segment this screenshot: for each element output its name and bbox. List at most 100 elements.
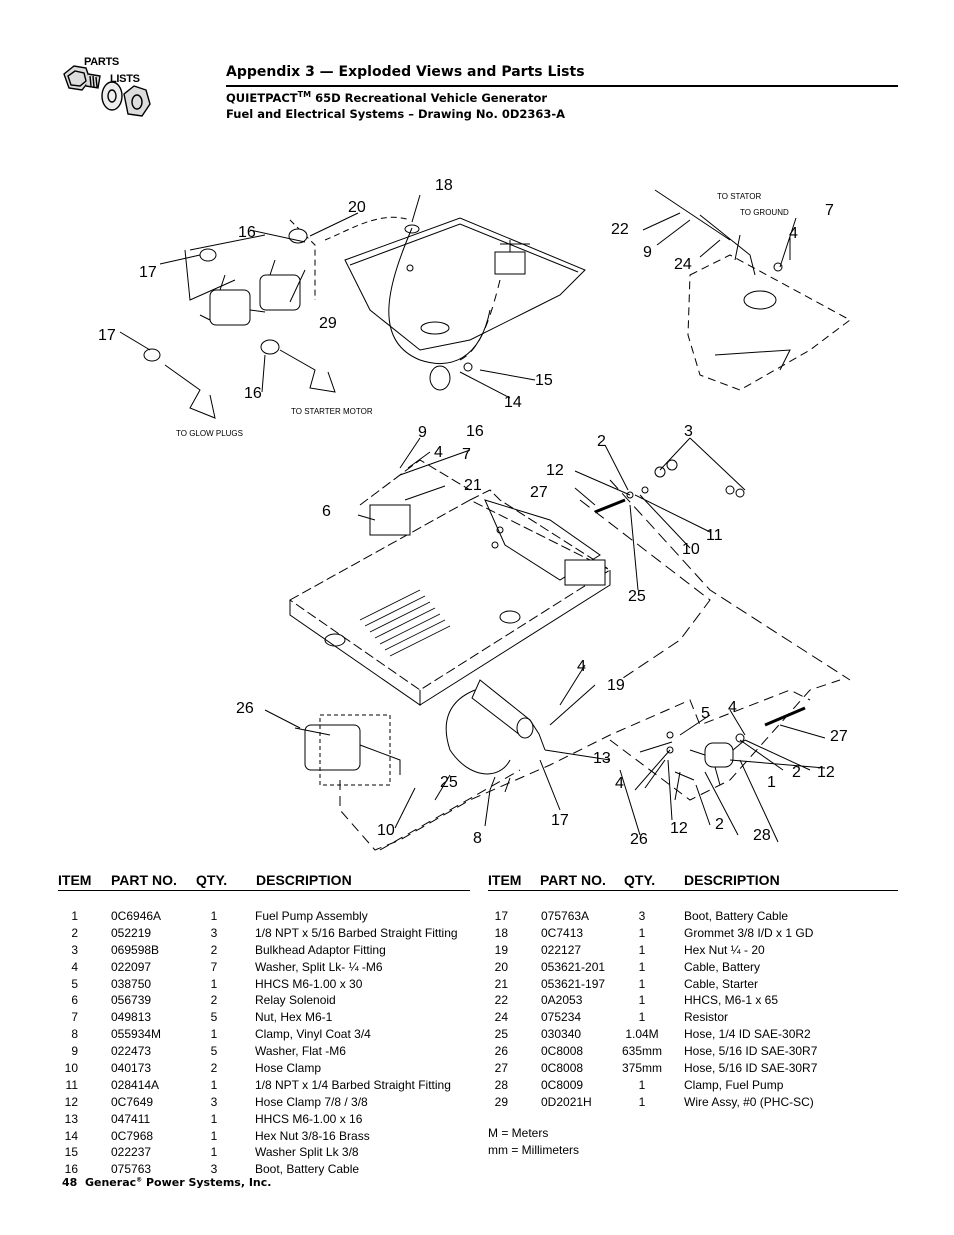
- cell-item: 28: [494, 1077, 508, 1092]
- cell-part: 0C6946A: [111, 909, 162, 923]
- cell-item: 3: [71, 942, 78, 957]
- cell-item: 18: [494, 925, 508, 940]
- cell-desc: Wire Assy, #0 (PHC-SC): [684, 1094, 814, 1109]
- cell-part: 0C7413: [541, 925, 584, 940]
- cell-part: 040173: [111, 1061, 152, 1076]
- cell-part: 069598B: [111, 942, 160, 957]
- cell-qty: 2: [210, 1061, 218, 1076]
- cell-qty: 1.04M: [625, 1027, 659, 1042]
- cell-desc: Clamp, Fuel Pump: [684, 1077, 784, 1092]
- callout-25: 25: [628, 588, 646, 605]
- note-to-glow-plugs: TO GLOW PLUGS: [176, 429, 243, 438]
- callout-14: 14: [504, 394, 522, 411]
- cell-qty: 1: [638, 942, 646, 957]
- cell-qty: 635mm: [622, 1044, 663, 1059]
- note-millimeters: mm = Millimeters: [488, 1142, 580, 1157]
- cell-item: 17: [494, 909, 508, 923]
- cell-item: 19: [494, 942, 508, 957]
- callout-8: 8: [473, 830, 482, 847]
- cell-item: 22: [494, 993, 508, 1008]
- callout-20: 20: [348, 199, 366, 216]
- cell-part: 028414A: [111, 1077, 160, 1092]
- cell-desc: Hose Clamp: [255, 1061, 322, 1076]
- cell-qty: 1: [210, 1077, 218, 1092]
- cell-desc: Cable, Battery: [684, 959, 761, 974]
- logo-text-lists: LISTS: [110, 73, 140, 85]
- cell-desc: Hex Nut 3/8-16 Brass: [255, 1128, 370, 1143]
- callout-25b: 25: [440, 774, 458, 791]
- note-to-stator: TO STATOR: [717, 192, 762, 201]
- cell-qty: 3: [210, 1094, 218, 1109]
- cell-desc: HHCS, M6-1 x 65: [684, 993, 779, 1008]
- cell-desc: Boot, Battery Cable: [255, 1162, 360, 1177]
- cell-desc: Clamp, Vinyl Coat 3/4: [255, 1027, 371, 1042]
- cell-qty: 3: [210, 925, 218, 940]
- cell-part: 022097: [111, 959, 152, 974]
- cell-item: 21: [494, 976, 508, 991]
- cell-qty: 1: [638, 976, 646, 991]
- note-to-ground: TO GROUND: [740, 208, 789, 217]
- cell-part: 022127: [541, 942, 582, 957]
- cell-item: 27: [494, 1061, 508, 1076]
- callout-2c: 2: [715, 816, 724, 833]
- callout-4b: 4: [434, 444, 443, 461]
- callout-2: 2: [597, 433, 606, 450]
- callout-12c: 12: [670, 820, 688, 837]
- cell-part: 053621-201: [541, 959, 606, 974]
- cell-desc: Grommet 3/8 I/D x 1 GD: [684, 925, 814, 940]
- cell-desc: 1/8 NPT x 5/16 Barbed Straight Fitting: [255, 925, 458, 940]
- callout-24: 24: [674, 256, 692, 273]
- cell-item: 20: [494, 959, 508, 974]
- cell-item: 12: [64, 1094, 78, 1109]
- cell-part: 055934M: [111, 1027, 162, 1042]
- cell-qty: 7: [210, 959, 218, 974]
- callout-18: 18: [435, 177, 453, 194]
- cell-desc: Cable, Starter: [684, 976, 759, 991]
- cell-item: 14: [64, 1128, 78, 1143]
- callout-16c: 16: [466, 423, 484, 440]
- cell-qty: 1: [638, 993, 646, 1008]
- callout-2b: 2: [792, 764, 801, 781]
- callout-26: 26: [236, 700, 254, 717]
- cell-item: 5: [71, 976, 78, 991]
- callout-17c: 17: [551, 812, 569, 829]
- upper-mounting-plate: [344, 217, 586, 351]
- callout-7: 7: [825, 202, 834, 219]
- cell-desc: Fuel Pump Assembly: [255, 909, 368, 923]
- cell-part: 038750: [111, 976, 152, 991]
- cell-item: 24: [494, 1010, 508, 1025]
- callout-27b: 27: [830, 728, 848, 745]
- cell-qty: 1: [210, 1111, 218, 1126]
- callout-17b: 17: [98, 327, 116, 344]
- cell-qty: 1: [210, 976, 218, 991]
- callout-11: 11: [706, 527, 723, 544]
- cell-item: 2: [71, 925, 78, 940]
- cell-part: 0D2021H: [541, 1094, 592, 1109]
- cell-item: 29: [494, 1094, 508, 1109]
- cell-part: 052219: [111, 925, 152, 940]
- drawing-subtitle: Fuel and Electrical Systems – Drawing No…: [226, 107, 566, 121]
- callout-7b: 7: [462, 446, 471, 463]
- cell-item: 6: [71, 993, 78, 1008]
- cell-part: 056739: [111, 993, 152, 1008]
- callout-28: 28: [753, 827, 771, 844]
- cell-qty: 3: [210, 1162, 218, 1177]
- cell-part: 049813: [111, 1010, 152, 1025]
- cell-item: 26: [494, 1044, 508, 1059]
- fuel-line-dashed: [339, 689, 811, 851]
